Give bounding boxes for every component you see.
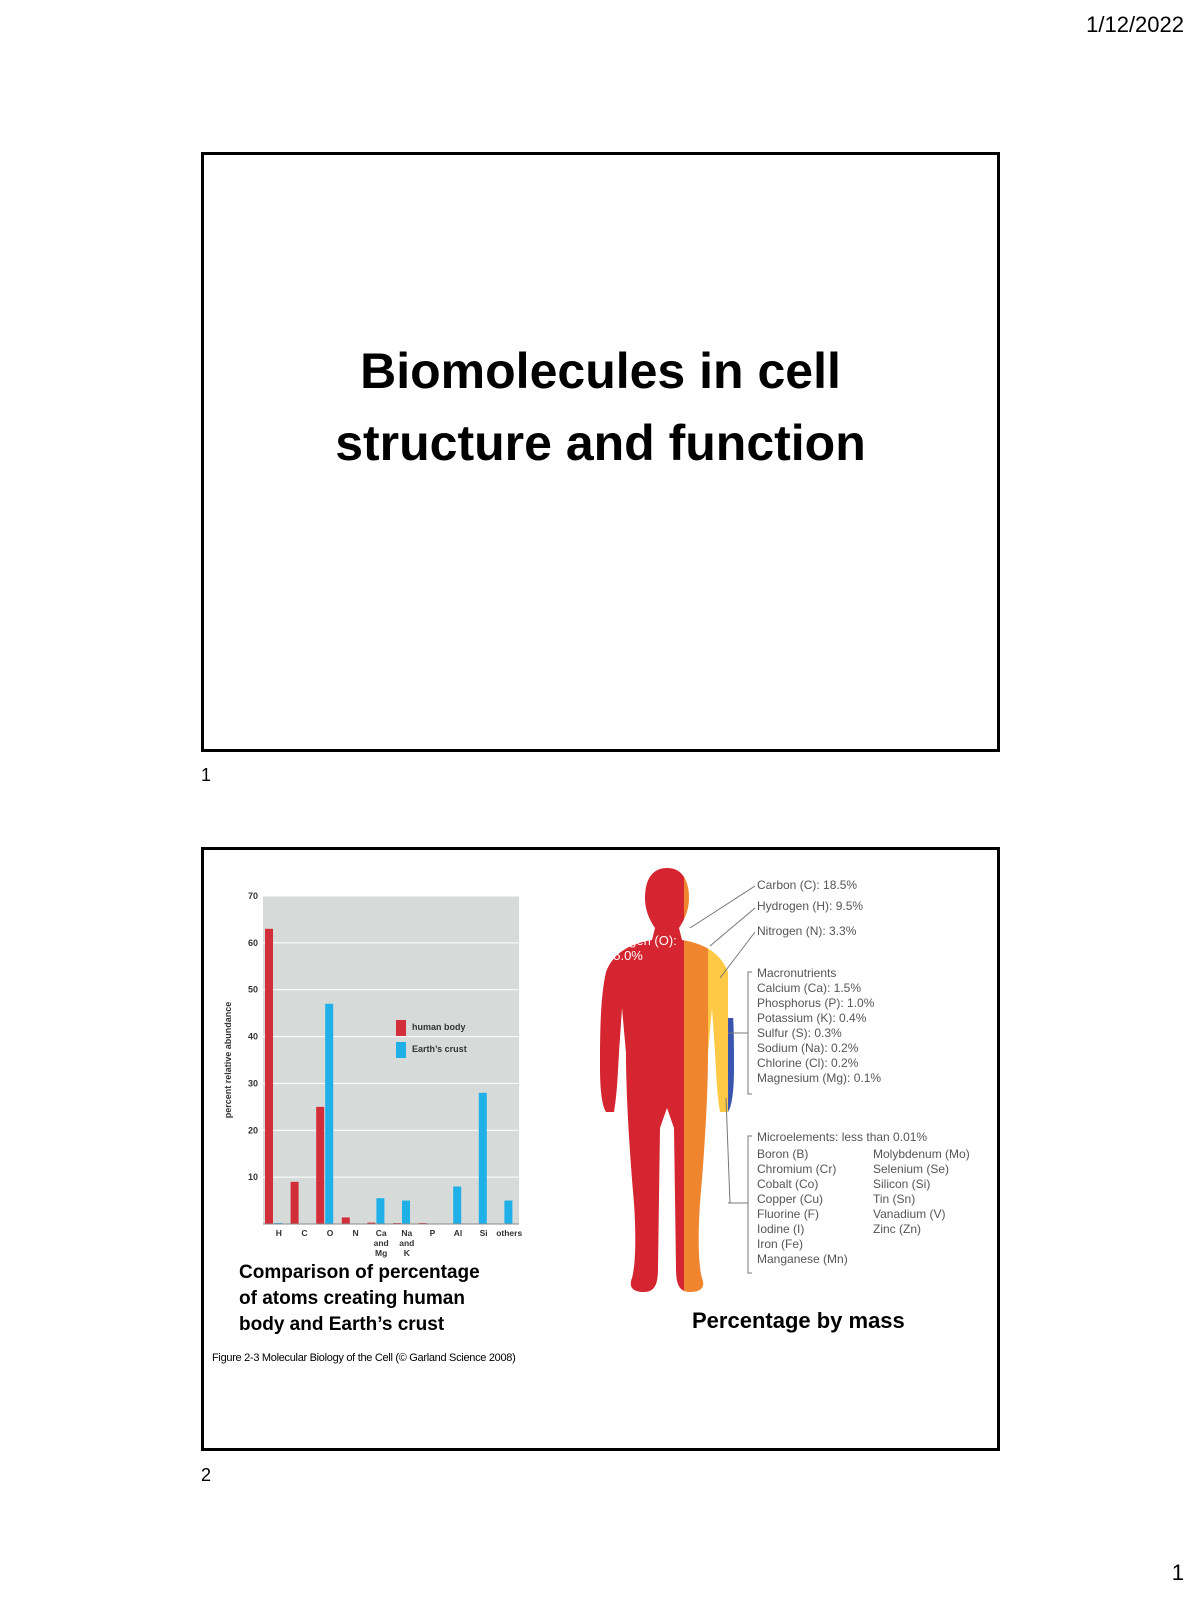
slide-title-line-2: structure and function — [335, 415, 866, 471]
chart-caption-line-1: Comparison of percentage — [239, 1262, 480, 1283]
microelement-item: Tin (Sn) — [873, 1192, 916, 1206]
macronutrient-item: Potassium (K): 0.4% — [757, 1011, 867, 1025]
legend-swatch — [396, 1020, 406, 1036]
macronutrient-item: Sulfur (S): 0.3% — [757, 1026, 842, 1040]
y-tick-label: 30 — [248, 1078, 258, 1088]
macronutrient-item: Sodium (Na): 0.2% — [757, 1041, 859, 1055]
microelement-item: Manganese (Mn) — [757, 1252, 848, 1266]
legend-label: human body — [412, 1022, 466, 1032]
bar-earths-crust — [453, 1186, 462, 1224]
slide-title-line-1: Biomolecules in cell — [360, 343, 841, 399]
x-tick-label: Mg — [375, 1248, 387, 1258]
x-tick-label: H — [276, 1228, 282, 1238]
macronutrients-heading: Macronutrients — [757, 966, 837, 980]
y-axis-label: percent relative abundance — [223, 1002, 233, 1119]
y-tick-label: 20 — [248, 1125, 258, 1135]
microelement-item: Zinc (Zn) — [873, 1222, 921, 1236]
microelement-item: Vanadium (V) — [873, 1207, 946, 1221]
x-tick-label: and — [374, 1238, 389, 1248]
human-body-figure — [600, 868, 734, 1292]
macronutrient-item: Magnesium (Mg): 0.1% — [757, 1071, 882, 1085]
bar-earths-crust — [504, 1200, 513, 1224]
legend-swatch — [396, 1042, 406, 1058]
x-tick-label: C — [301, 1228, 307, 1238]
oxygen-label-line-1: Oxygen (O): — [606, 933, 677, 948]
chart-caption: Comparison of percentage of atoms creati… — [239, 1260, 480, 1338]
microelement-item: Silicon (Si) — [873, 1177, 931, 1191]
percentage-by-mass-title: Percentage by mass — [692, 1308, 905, 1333]
nitrogen-region — [720, 868, 728, 1292]
plot-area — [263, 896, 519, 1224]
microelement-item: Molybdenum (Mo) — [873, 1147, 970, 1161]
bar-earths-crust — [376, 1198, 385, 1224]
bar-chart: 10 20 30 40 50 60 70 percent relative abundance… — [223, 891, 522, 1258]
bar-earths-crust — [325, 1003, 334, 1224]
bar-human-body — [367, 1222, 376, 1224]
x-tick-label: others — [496, 1228, 522, 1238]
x-tick-label: Al — [454, 1228, 463, 1238]
nitrogen-label: Nitrogen (N): 3.3% — [757, 924, 857, 938]
y-tick-label: 50 — [248, 985, 258, 995]
y-tick-label: 10 — [248, 1172, 258, 1182]
bar-human-body — [265, 928, 273, 1224]
hydrogen-label: Hydrogen (H): 9.5% — [757, 899, 864, 913]
slide-1: Biomolecules in cell structure and funct… — [201, 152, 1000, 752]
macronutrients-list: Macronutrients Calcium (Ca): 1.5% Phosph… — [757, 966, 881, 1086]
y-tick-label: 40 — [248, 1032, 258, 1042]
x-tick-label: O — [327, 1228, 334, 1238]
bar-earths-crust — [402, 1200, 410, 1224]
print-date: 1/12/2022 — [1086, 12, 1184, 37]
y-tick-label: 60 — [248, 938, 258, 948]
y-tick-label: 70 — [248, 891, 258, 901]
microelements-left-list: Boron (B) Chromium (Cr) Cobalt (Co) Copp… — [757, 1147, 848, 1267]
chart-caption-line-2: of atoms creating human — [239, 1288, 465, 1309]
slide-title: Biomolecules in cell structure and funct… — [204, 335, 997, 479]
oxygen-label-line-2: 65.0% — [606, 948, 643, 963]
macronutrient-item: Chlorine (Cl): 0.2% — [757, 1056, 859, 1070]
microelements-header: Microelements: less than 0.01% — [757, 1130, 928, 1144]
figure-credit: Figure 2-3 Molecular Biology of the Cell… — [212, 1352, 516, 1364]
microelement-item: Fluorine (F) — [757, 1207, 820, 1221]
oxygen-label: Oxygen (O): 65.0% — [606, 933, 677, 963]
microelements-right-list: Molybdenum (Mo) Selenium (Se) Silicon (S… — [873, 1147, 970, 1237]
macronutrient-item: Phosphorus (P): 1.0% — [757, 996, 875, 1010]
slide-number-1: 1 — [201, 765, 212, 785]
macronutrient-region — [728, 1018, 734, 1113]
microelement-item: Selenium (Se) — [873, 1162, 950, 1176]
x-tick-label: and — [399, 1238, 414, 1248]
legend-label: Earth’s crust — [412, 1044, 467, 1054]
microelement-item: Boron (B) — [757, 1147, 809, 1161]
slide-number-2: 2 — [201, 1465, 212, 1485]
bar-human-body — [290, 1181, 299, 1224]
x-tick-label: P — [430, 1228, 436, 1238]
microelement-item: Iron (Fe) — [757, 1237, 804, 1251]
bar-human-body — [316, 1106, 325, 1224]
x-tick-label: Na — [401, 1228, 412, 1238]
microelement-item: Copper (Cu) — [757, 1192, 824, 1206]
microelement-item: Iodine (I) — [757, 1222, 805, 1236]
microelement-item: Cobalt (Co) — [757, 1177, 819, 1191]
x-tick-label: K — [404, 1248, 411, 1258]
x-tick-label: Ca — [376, 1228, 387, 1238]
chart-caption-line-3: body and Earth’s crust — [239, 1314, 445, 1335]
slide-2: 10 20 30 40 50 60 70 percent relative abundance… — [201, 847, 1000, 1451]
bar-earths-crust — [478, 1092, 487, 1224]
page-number: 1 — [1171, 1560, 1184, 1585]
carbon-label: Carbon (C): 18.5% — [757, 878, 858, 892]
x-tick-label: N — [353, 1228, 359, 1238]
leader-lines — [689, 885, 756, 1274]
bar-human-body — [341, 1217, 350, 1224]
x-tick-label: Si — [480, 1228, 488, 1238]
microelement-item: Chromium (Cr) — [757, 1162, 837, 1176]
macronutrient-item: Calcium (Ca): 1.5% — [757, 981, 862, 995]
